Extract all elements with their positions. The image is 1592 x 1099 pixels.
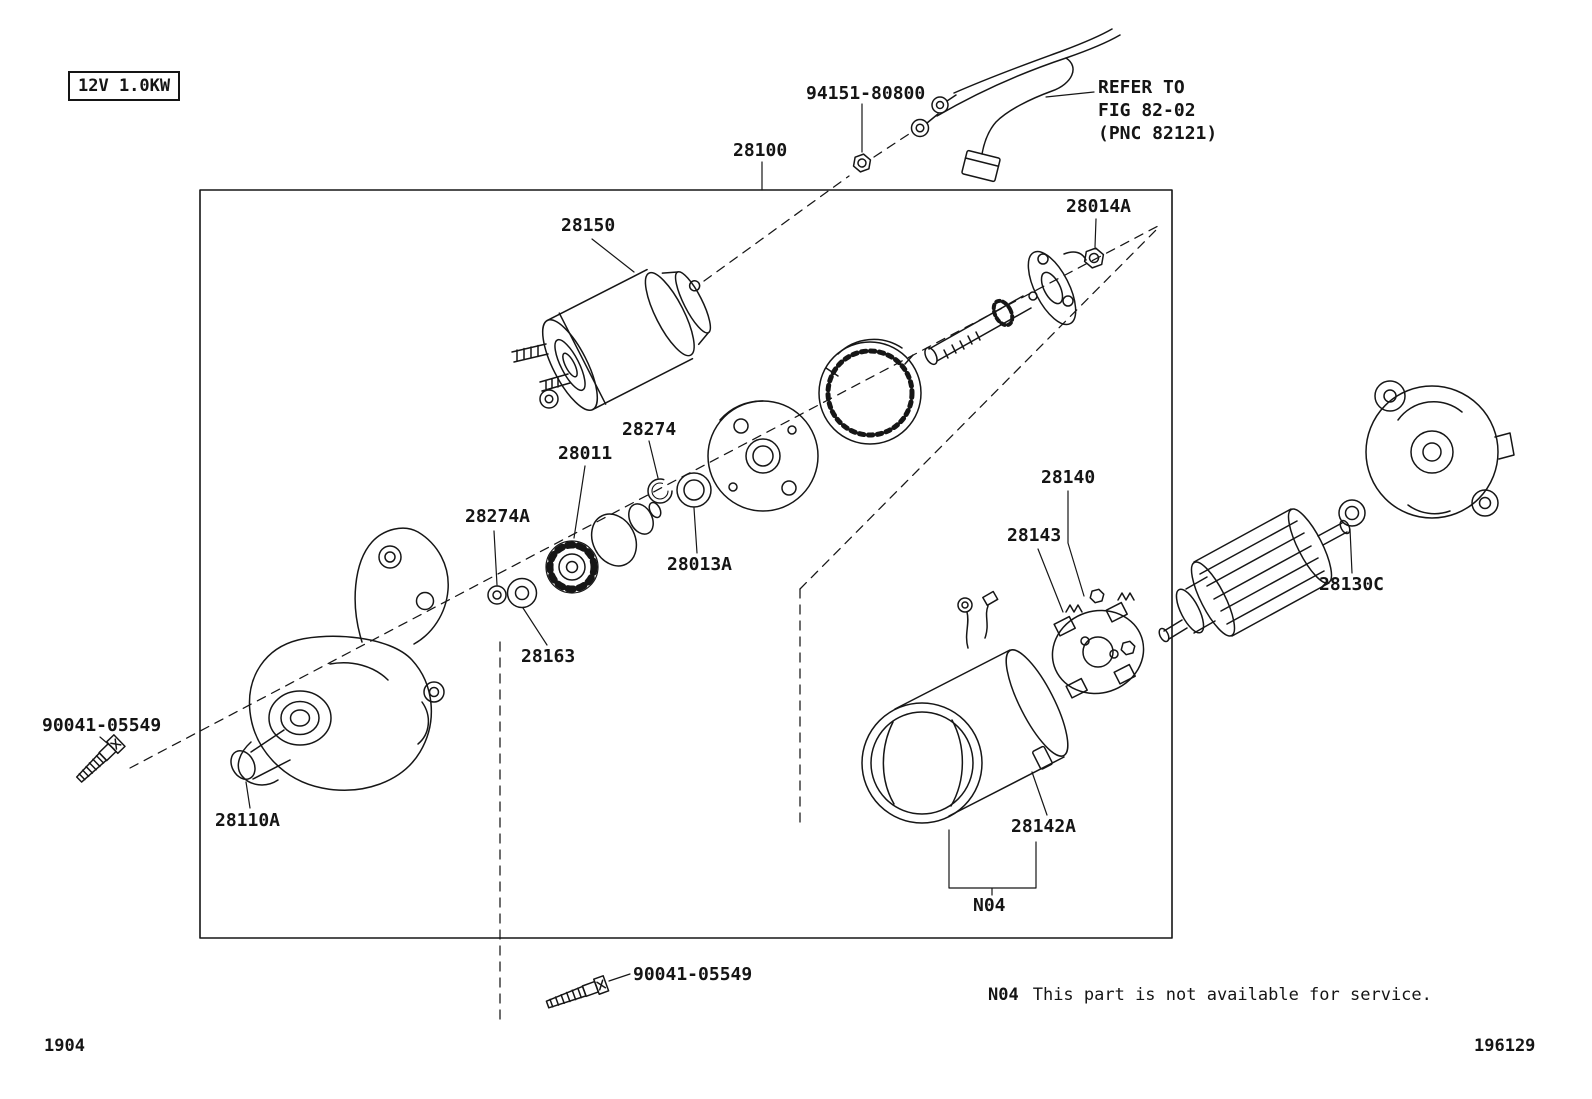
refer-note-line3: (PNC 82121) [1098, 123, 1218, 144]
armature [1158, 508, 1351, 643]
spec-badge-text: 12V 1.0KW [78, 76, 171, 96]
nut-94151-80800 [852, 153, 872, 173]
field-frame-28142A [861, 590, 1069, 824]
label-28140: 28140 [1041, 467, 1096, 488]
figure-code: 196129 [1474, 1036, 1536, 1056]
bearing-28130C [1338, 499, 1366, 527]
nut-28014A [1083, 247, 1105, 269]
label-28143: 28143 [1007, 525, 1062, 546]
snap-ring-28274 [647, 478, 673, 504]
label-28013A: 28013A [667, 554, 733, 575]
bearing-28013A [676, 472, 712, 508]
center-bracket-plate [707, 400, 819, 512]
label-28274A: 28274A [465, 506, 531, 527]
bolt-90041-05549-bottom [545, 975, 610, 1009]
wire-harness [910, 28, 1121, 183]
end-cover [1365, 380, 1515, 519]
label-N04: N04 [973, 895, 1006, 916]
label-94151-80800: 94151-80800 [806, 83, 926, 104]
service-note-text: This part is not available for service. [1032, 985, 1432, 1005]
refer-note-line1: REFER TO [1098, 77, 1185, 98]
label-28014A: 28014A [1066, 196, 1132, 217]
label-90041-05549-left: 90041-05549 [42, 715, 162, 736]
service-note-code: N04 [988, 985, 1019, 1005]
label-28130C: 28130C [1319, 574, 1385, 595]
output-shaft-assembly [924, 250, 1087, 366]
refer-note: REFER TO FIG 82-02 (PNC 82121) [1098, 76, 1217, 145]
leader-lines [99, 91, 1353, 982]
label-28274: 28274 [622, 419, 677, 440]
washer-28274A [487, 585, 507, 605]
brush-holder-28143 [1051, 588, 1145, 699]
assembly-axis-lines [129, 131, 1159, 1027]
internal-ring-gear [818, 338, 922, 445]
label-28110A: 28110A [215, 810, 281, 831]
bolt-90041-05549-left [75, 734, 126, 783]
magnet-switch-28150 [511, 268, 712, 411]
diagram-frame [199, 189, 1173, 939]
drive-housing-28110A [230, 527, 449, 791]
refer-note-line2: FIG 82-02 [1098, 100, 1196, 121]
label-28142A: 28142A [1011, 816, 1077, 837]
label-28100: 28100 [733, 140, 788, 161]
page-code: 1904 [44, 1036, 85, 1056]
service-note: N04 This part is not available for servic… [988, 985, 1432, 1005]
label-28150: 28150 [561, 215, 616, 236]
washer-28163 [506, 577, 538, 609]
harness-connector [961, 149, 1001, 183]
label-28163: 28163 [521, 646, 576, 667]
label-28011: 28011 [558, 443, 613, 464]
starter-clutch-28011 [545, 501, 662, 594]
spec-badge: 12V 1.0KW [68, 71, 181, 101]
label-90041-05549-bottom: 90041-05549 [633, 964, 753, 985]
